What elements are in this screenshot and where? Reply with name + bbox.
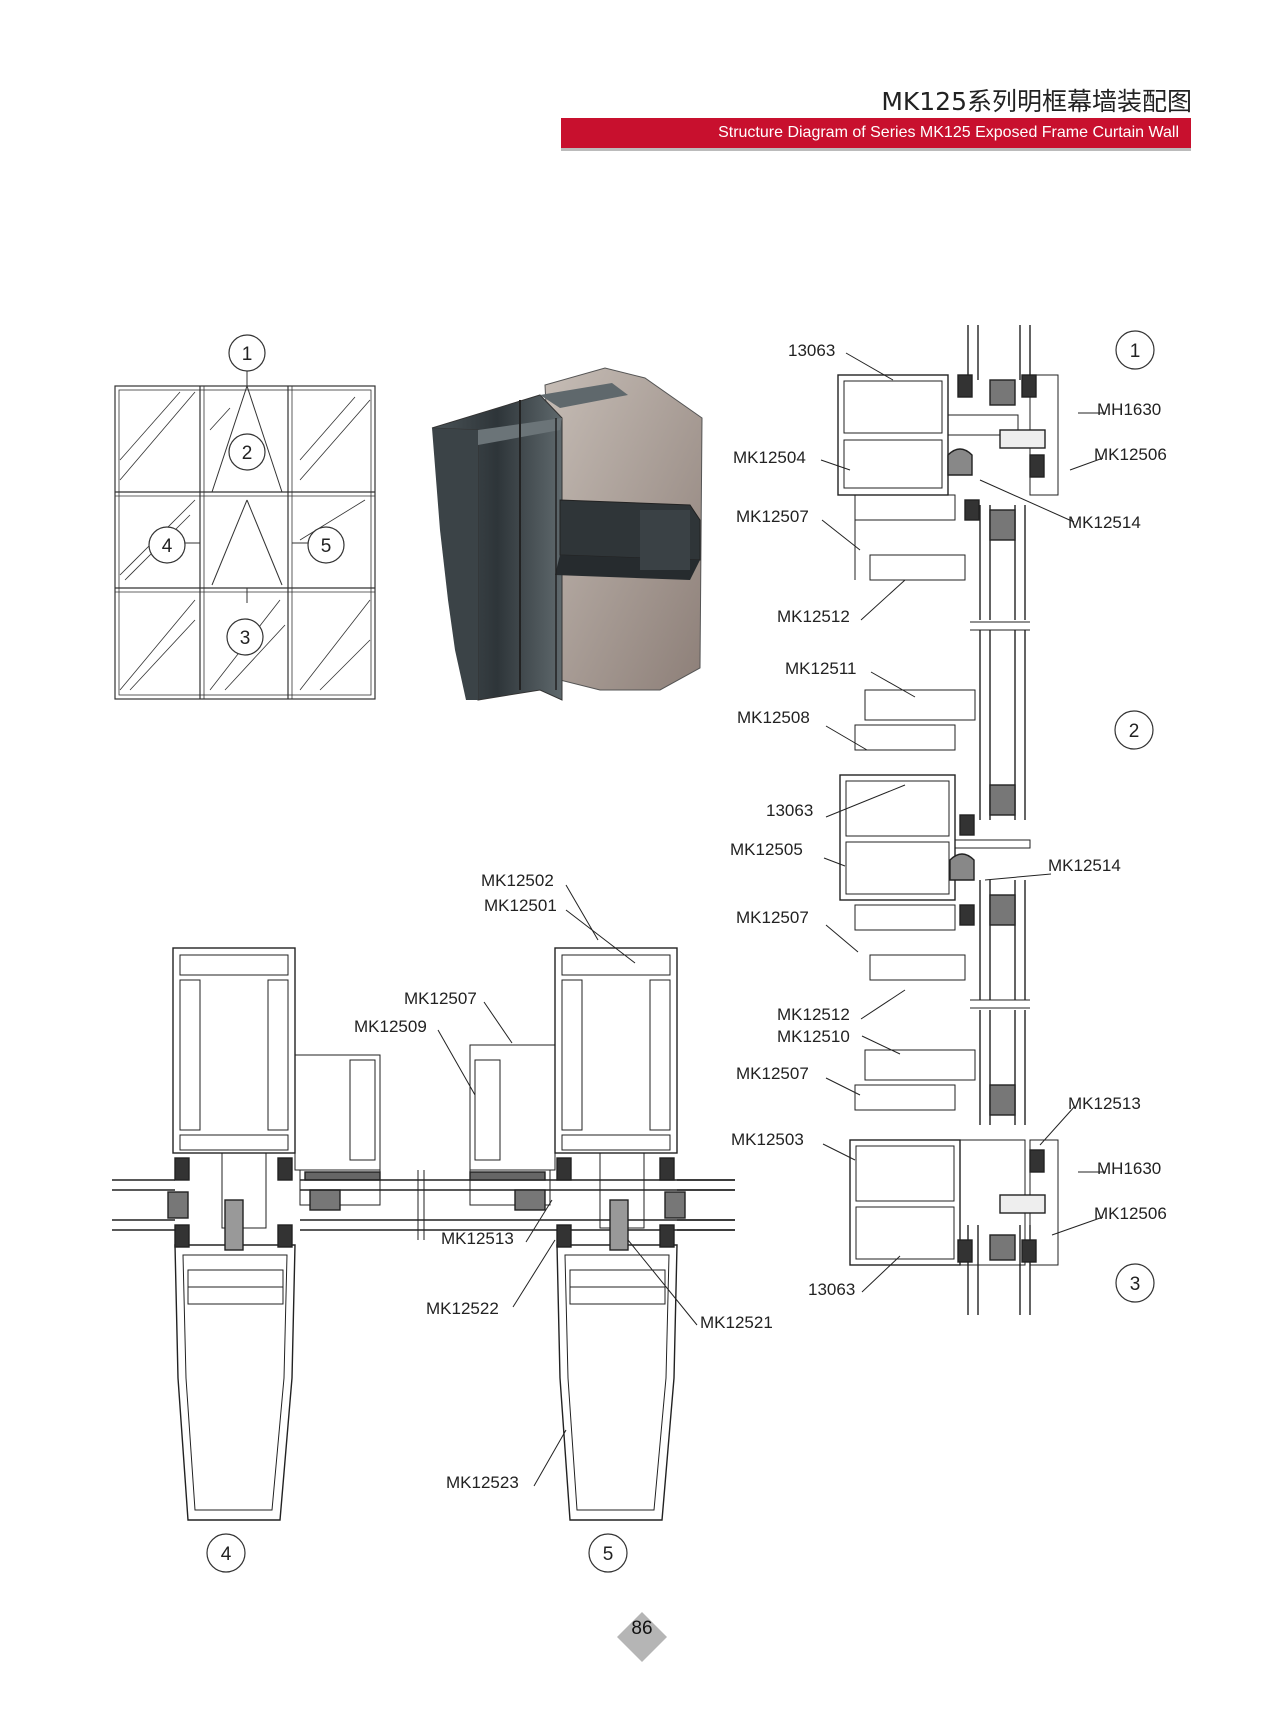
transom-profile-top: [837, 374, 949, 496]
label-mk12511: MK12511: [785, 659, 857, 678]
marker-5-label: 5: [321, 536, 332, 557]
marker-5: [588, 1533, 628, 1573]
mullion-profile-right: [554, 947, 678, 1154]
label-mk12521: MK12521: [700, 1313, 773, 1332]
label-mk12507-a: MK12507: [736, 507, 809, 526]
label-13063-mid: 13063: [766, 801, 813, 820]
marker-2: [228, 433, 266, 471]
horizontal-markers: 4 5: [206, 1533, 628, 1573]
marker-1: [228, 334, 266, 372]
vertical-section: [837, 325, 1059, 1315]
label-mk12510: MK12510: [777, 1027, 850, 1046]
section-cut-lines: [182, 367, 308, 603]
label-mk12513: MK12513: [1068, 1094, 1141, 1113]
vertical-markers: 1 2 3: [1114, 330, 1155, 1303]
marker-4: [206, 1533, 246, 1573]
mullion-cover-right: [556, 1244, 678, 1521]
label-mk12512-b: MK12512: [777, 1005, 850, 1024]
marker-1-label: 1: [242, 344, 253, 365]
mullion-profile-left: [172, 947, 296, 1154]
label-mk12514-b: MK12514: [1048, 856, 1121, 875]
vertical-labels: 13063 MH1630 MK12504 MK12506 MK12507 MK1…: [730, 341, 1167, 1299]
marker-2-label: 2: [1129, 721, 1140, 742]
label-13063-bottom: 13063: [808, 1280, 855, 1299]
label-mk12502: MK12502: [481, 871, 554, 890]
label-mh1630-top: MH1630: [1097, 400, 1161, 419]
label-mk12507: MK12507: [404, 989, 477, 1008]
label-mh1630-bottom: MH1630: [1097, 1159, 1161, 1178]
label-mk12512-a: MK12512: [777, 607, 850, 626]
label-mk12507-b: MK12507: [736, 908, 809, 927]
label-mk12504: MK12504: [733, 448, 806, 467]
label-mk12506-top: MK12506: [1094, 445, 1167, 464]
mullion-cover-left: [174, 1244, 296, 1521]
label-13063-top: 13063: [788, 341, 835, 360]
elevation-grid: [114, 367, 376, 700]
transom-profile-bottom: [849, 1139, 961, 1266]
glass-hatching: [119, 391, 371, 691]
label-mk12506-bottom: MK12506: [1094, 1204, 1167, 1223]
vertical-leaders: [820, 352, 1106, 1293]
label-mk12503: MK12503: [731, 1130, 804, 1149]
label-mk12505: MK12505: [730, 840, 803, 859]
label-mk12523: MK12523: [446, 1473, 519, 1492]
page-number: 86: [631, 1618, 653, 1639]
label-mk12514-a: MK12514: [1068, 513, 1141, 532]
title-banner: Structure Diagram of Series MK125 Expose…: [561, 118, 1191, 148]
label-mk12507-c: MK12507: [736, 1064, 809, 1083]
marker-4-label: 4: [221, 1544, 232, 1565]
3d-render: [431, 367, 703, 701]
marker-5: [307, 526, 345, 564]
horizontal-leaders: [437, 884, 698, 1487]
marker-5-label: 5: [603, 1544, 614, 1565]
marker-1-label: 1: [1130, 341, 1141, 362]
label-mk12508: MK12508: [737, 708, 810, 727]
label-mk12501: MK12501: [484, 896, 557, 915]
marker-1: [1115, 330, 1155, 370]
label-mk12513: MK12513: [441, 1229, 514, 1248]
elevation-frame: [114, 385, 376, 700]
marker-3: [1115, 1263, 1155, 1303]
marker-3: [226, 618, 264, 656]
title-banner-shadow: [561, 148, 1191, 151]
marker-2-label: 2: [242, 443, 253, 464]
label-mk12522: MK12522: [426, 1299, 499, 1318]
marker-3-label: 3: [240, 628, 251, 649]
marker-4-label: 4: [162, 536, 173, 557]
horizontal-labels: MK12502 MK12501 MK12507 MK12509 MK12513 …: [354, 871, 773, 1492]
transom-profile-mid: [839, 774, 956, 901]
horizontal-section: [112, 947, 735, 1521]
marker-4: [148, 526, 186, 564]
page-number-badge: [617, 1612, 667, 1662]
marker-2: [1114, 710, 1154, 750]
marker-3-label: 3: [1130, 1274, 1141, 1295]
page-title-cn: MK125系列明框幕墙装配图: [881, 87, 1192, 116]
label-mk12509: MK12509: [354, 1017, 427, 1036]
elevation-markers: 1 2 4 5 3: [148, 334, 345, 656]
